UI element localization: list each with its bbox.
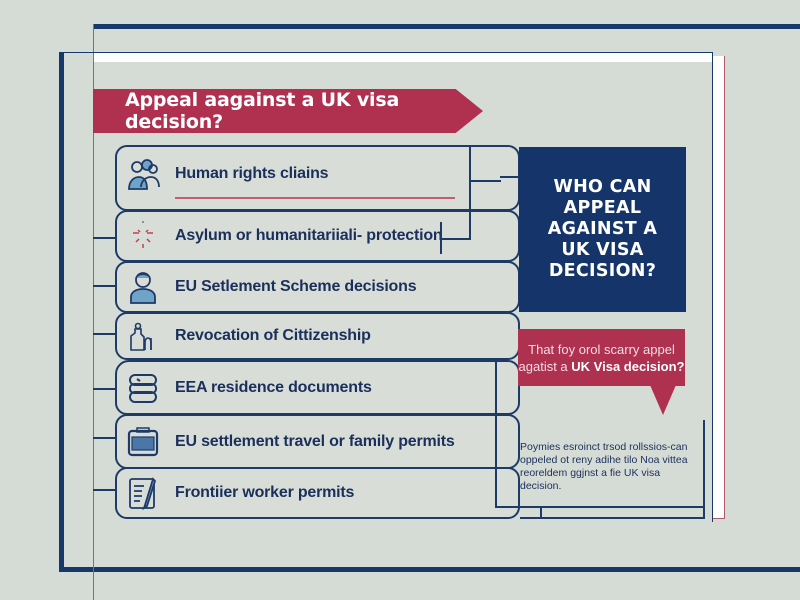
who-can-appeal-callout: WHO CAN APPEAL AGAINST A UK VISA DECISIO… bbox=[519, 147, 686, 312]
connector-line bbox=[703, 420, 705, 519]
bubble-line-1: That foy orol scarry appel bbox=[528, 341, 675, 357]
title-banner: Appeal aagainst a UK visa decision? bbox=[93, 89, 483, 133]
category-label: EEA residence documents bbox=[175, 378, 372, 396]
document-stack-icon bbox=[125, 370, 161, 406]
connector-line bbox=[520, 517, 705, 519]
frame-red-vertical-line bbox=[93, 24, 94, 600]
connector-line bbox=[93, 333, 115, 335]
frame-right-red-line bbox=[724, 56, 725, 518]
connector-line bbox=[500, 176, 519, 178]
bubble-line-2-bold: UK Visa decision? bbox=[571, 358, 685, 374]
connector-line bbox=[250, 358, 495, 360]
frame-inner-top-line bbox=[64, 52, 713, 53]
connector-line bbox=[93, 437, 115, 439]
category-card-human-rights: Human rights cliains bbox=[115, 145, 520, 211]
category-label: EU Setlement Scheme decisions bbox=[175, 278, 417, 295]
frame-right-navy-line bbox=[712, 52, 713, 522]
category-card-eea: EEA residence documents bbox=[115, 360, 520, 415]
sparkle-burst-icon bbox=[125, 218, 161, 254]
connector-line bbox=[540, 506, 542, 518]
page-title: Appeal aagainst a UK visa decision? bbox=[125, 89, 400, 133]
frame-left-bar bbox=[59, 52, 64, 572]
category-card-eu-settlement: EU Setlement Scheme decisions bbox=[115, 261, 520, 313]
connector-line bbox=[93, 285, 115, 287]
red-underline bbox=[175, 197, 455, 199]
connector-line bbox=[495, 358, 497, 508]
form-pen-icon bbox=[125, 475, 161, 511]
connector-line bbox=[495, 506, 705, 508]
person-icon bbox=[125, 269, 161, 305]
category-label: Asylum or humanitariiali- protection bbox=[175, 227, 443, 244]
category-card-revocation: Revocation of Cittizenship bbox=[115, 312, 520, 360]
connector-line bbox=[93, 489, 115, 491]
id-card-icon bbox=[125, 424, 161, 460]
callout-heading: WHO CAN APPEAL AGAINST A UK VISA DECISIO… bbox=[547, 177, 658, 281]
connector-line bbox=[469, 145, 471, 240]
connector-line bbox=[471, 180, 501, 182]
speech-bubble-tail bbox=[650, 385, 676, 415]
connector-line bbox=[93, 237, 115, 239]
speech-bubble: That foy orol scarry appel agatist a UK … bbox=[518, 329, 685, 386]
category-label: Revocation of Cittizenship bbox=[175, 327, 371, 344]
note-text: Poymies esroinct trsod rollssios-can opp… bbox=[520, 441, 688, 492]
people-group-icon bbox=[125, 157, 161, 193]
connector-line bbox=[93, 388, 115, 390]
frame-white-strip bbox=[93, 53, 713, 62]
category-label: Frontiier worker permits bbox=[175, 484, 355, 501]
frame-right-white-strip bbox=[713, 56, 724, 518]
category-card-frontier-worker: Frontiier worker permits bbox=[115, 467, 520, 519]
frame-right-bottom-line bbox=[713, 518, 725, 519]
frame-bottom-bar bbox=[59, 567, 800, 572]
bubble-line-2-prefix: agatist a bbox=[518, 358, 572, 374]
category-label: Human rights cliains bbox=[175, 165, 329, 182]
category-card-asylum: Asylum or humanitariiali- protection bbox=[115, 210, 520, 262]
connector-line bbox=[440, 222, 442, 254]
frame-top-bar bbox=[93, 24, 800, 29]
category-card-travel-permits: EU settlement travel or family permits bbox=[115, 414, 520, 469]
bubble-line-2: agatist a UK Visa decision? bbox=[519, 358, 685, 375]
connector-line bbox=[440, 238, 471, 240]
family-icon bbox=[125, 318, 161, 354]
category-label: EU settlement travel or family permits bbox=[175, 432, 455, 450]
